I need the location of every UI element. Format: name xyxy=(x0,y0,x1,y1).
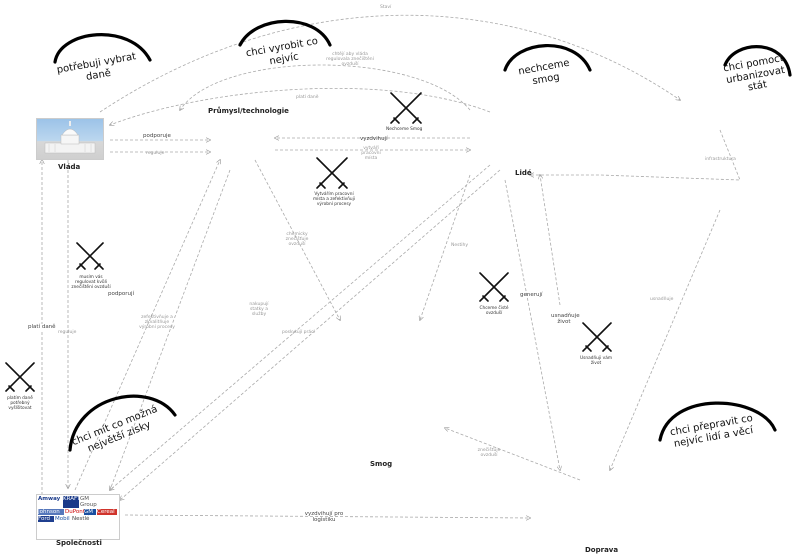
capitol-icon xyxy=(44,121,96,154)
edge-label: reguluje xyxy=(58,330,77,335)
logo: Mobil xyxy=(55,516,70,522)
edge-label: poskytují práci xyxy=(282,330,315,335)
edge-label: chtějí aby vláda regulovala znečištění o… xyxy=(320,52,380,68)
edge-text: chemicky znečišťuje ovzduší xyxy=(285,232,309,248)
edge-label: vyzdvihují xyxy=(360,136,388,142)
edge-text: chtějí aby vláda regulovala znečištění o… xyxy=(326,52,374,68)
conflict-text: musím vás regulovat kvůli znečištění ovz… xyxy=(71,275,111,290)
logo: DuPont xyxy=(65,509,85,515)
edge-text: vyzdvihují pro logistiku xyxy=(304,511,344,524)
logo: Amway xyxy=(38,496,61,502)
node-prumysl: Průmysl/technologie xyxy=(208,107,289,115)
node-doprava: Doprava xyxy=(585,546,619,554)
logo: KRAFT xyxy=(63,496,80,508)
edge-label: reguluje xyxy=(146,151,165,156)
edge-text: usnadňuje život xyxy=(551,313,580,326)
crossed-swords-icon xyxy=(582,322,612,352)
edge-label: zefektivňuje a zkvalitňuje výrobní proce… xyxy=(138,315,176,331)
logo: Johnson xyxy=(38,509,64,515)
edge-label: infrastruktura xyxy=(705,157,736,162)
edge-znecistuje xyxy=(445,428,581,481)
conflict-label: platím daně potřebný vyšlšitovat xyxy=(3,396,37,412)
conflict-label: Usnadňuji vám život xyxy=(578,356,614,367)
edge-label: podporuje xyxy=(143,133,171,139)
bubble-arc-vyrobit xyxy=(238,19,332,47)
edge-infrastruktura xyxy=(530,129,741,181)
edge-vyzdvihuji2 xyxy=(124,514,530,518)
edge-label: platí daně xyxy=(28,324,56,331)
logo: Ford xyxy=(38,516,54,522)
edge-stavi xyxy=(99,14,680,113)
edge-label: platí daně xyxy=(296,95,319,100)
bubble-arc-smog xyxy=(503,44,592,72)
crossed-swords-icon xyxy=(390,92,422,124)
edge-text: vytváří pracovní místa xyxy=(361,146,381,162)
conflict-text: platím daně potřebný vyšlšitovat xyxy=(7,396,33,411)
edge-label: podporují xyxy=(108,291,135,297)
bubble-arc-zisky xyxy=(68,394,177,452)
bubble-arc-dane xyxy=(53,33,152,64)
logo: GM xyxy=(84,509,96,515)
node-lide: Lidé xyxy=(515,169,532,177)
edge-label: chemicky znečišťuje ovzduší xyxy=(282,232,312,248)
conflict-label: Vytvářím pracovní místa a zefektivňuji v… xyxy=(312,192,356,208)
crossed-swords-icon xyxy=(479,272,509,302)
conflict-text: Usnadňuji vám život xyxy=(579,356,613,366)
company-logos: Amway KRAFT GM Group Johnson DuPont GM C… xyxy=(36,494,120,540)
conflict-text: Chceme čisté ovzduší xyxy=(479,306,509,316)
logo: Nestlé xyxy=(72,516,90,522)
capitol-image xyxy=(36,118,104,160)
conflict-label: musím vás regulovat kvůli znečištění ovz… xyxy=(70,275,112,291)
edge-plati-dane-top xyxy=(110,87,491,125)
edge-label: usnadňuje život xyxy=(551,313,580,326)
logo: GM Group xyxy=(80,496,97,508)
edge-nakupuji xyxy=(110,164,491,490)
bubble-arc-urbanizovat xyxy=(723,45,792,77)
logo: Cereal xyxy=(97,509,117,515)
conflict-label: Nechceme Smog xyxy=(386,127,423,132)
conflict-label: Chceme čisté ovzduší xyxy=(476,306,512,317)
edge-label: Staví xyxy=(380,5,392,10)
bubble-arc-prepravit xyxy=(658,401,777,442)
crossed-swords-icon xyxy=(316,157,348,189)
edge-label: vytváří pracovní místa xyxy=(355,146,387,162)
crossed-swords-icon xyxy=(5,362,35,392)
edge-nestihy xyxy=(420,174,471,320)
edge-label: nakupují statky a služby xyxy=(243,302,275,318)
edge-generuji xyxy=(504,179,560,470)
edge-poskytuji xyxy=(120,169,501,500)
edge-label: znečišťuje ovzduší xyxy=(474,448,504,458)
edge-zefektivnuje xyxy=(110,169,231,490)
edge-text: nakupují statky a služby xyxy=(249,302,269,318)
edge-usnadnuje2 xyxy=(610,209,721,470)
edge-usnadnuje xyxy=(540,175,561,306)
edge-chemicky xyxy=(254,159,340,320)
node-spolecnosti: Společnosti xyxy=(56,539,102,547)
edge-label: usnadňuje xyxy=(650,297,674,302)
crossed-swords-icon xyxy=(76,242,104,270)
edge-label: vyzdvihují pro logistiku xyxy=(304,511,344,524)
edge-podporuji xyxy=(74,160,220,491)
node-vlada: Vláda xyxy=(58,163,81,171)
edge-text: zefektivňuje a zkvalitňuje výrobní proce… xyxy=(139,315,175,331)
edge-chtej xyxy=(180,64,471,110)
edge-text: znečišťuje ovzduší xyxy=(477,448,501,459)
edge-label: Nestihy xyxy=(451,243,469,248)
edge-label: generují xyxy=(520,292,543,298)
conflict-text: Vytvářím pracovní místa a zefektivňuji v… xyxy=(312,192,356,207)
node-smog: Smog xyxy=(370,460,393,468)
